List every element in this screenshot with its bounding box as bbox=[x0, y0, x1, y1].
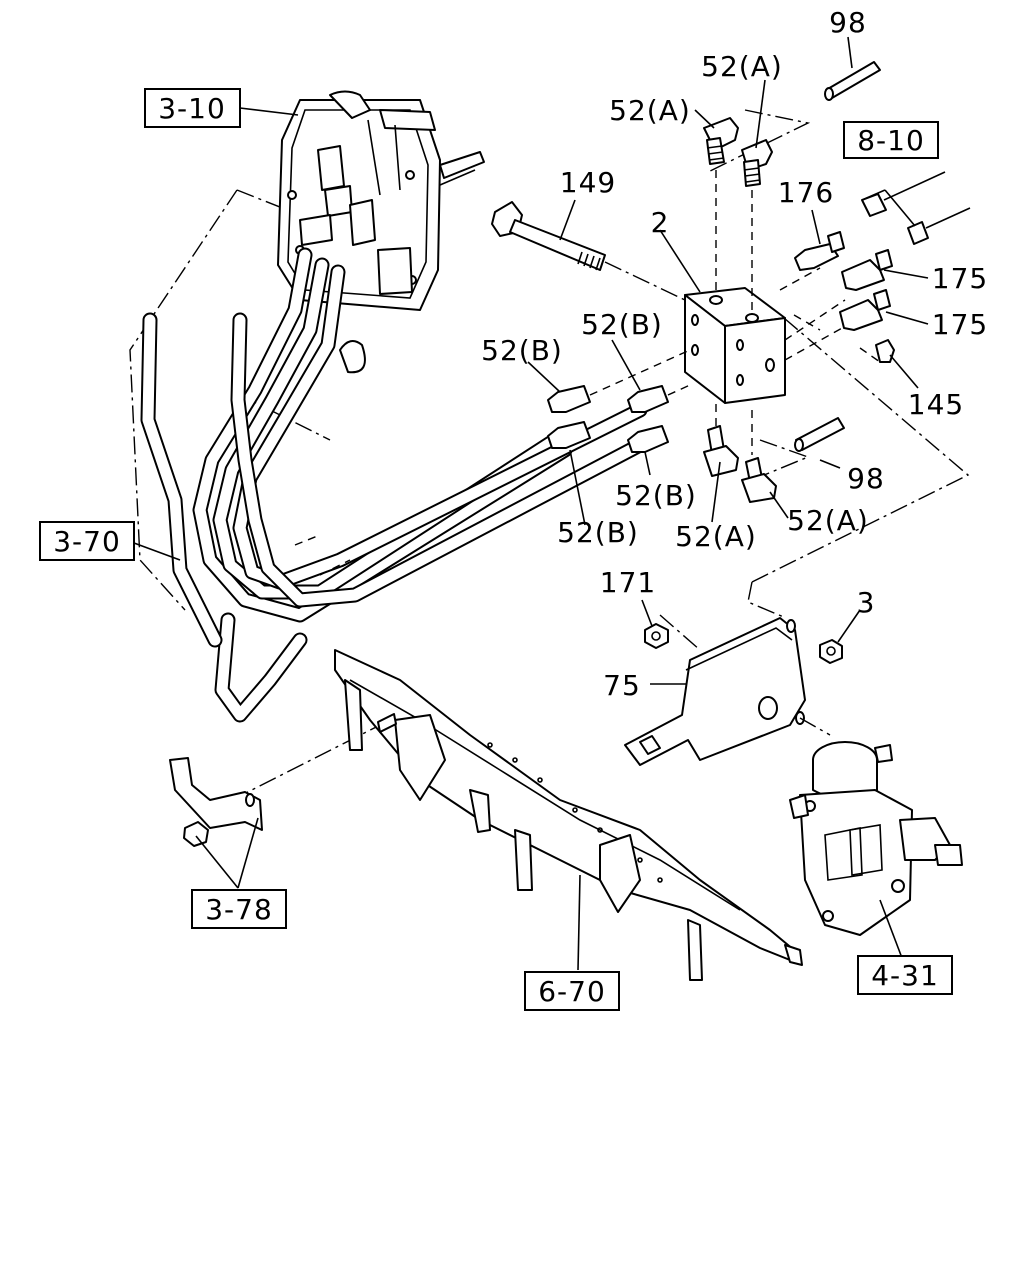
label-3: 3 bbox=[857, 586, 876, 619]
ref-8-10: 8-10 bbox=[843, 121, 939, 159]
leader-lines bbox=[133, 36, 929, 971]
label-52a-1: 52(A) bbox=[701, 50, 783, 83]
fitting-52a-top bbox=[703, 117, 773, 187]
label-75: 75 bbox=[603, 669, 641, 702]
stud-bracket bbox=[169, 713, 397, 847]
label-149: 149 bbox=[560, 166, 616, 199]
label-52a-3: 52(A) bbox=[675, 520, 757, 553]
bracket-75 bbox=[624, 617, 831, 766]
ref-3-70: 3-70 bbox=[39, 521, 135, 561]
ref-6-70: 6-70 bbox=[524, 971, 620, 1011]
label-52a-2: 52(A) bbox=[609, 94, 691, 127]
label-52b-3: 52(B) bbox=[615, 479, 697, 512]
pin-98-bottom bbox=[794, 417, 845, 452]
ref-3-78: 3-78 bbox=[191, 889, 287, 929]
switches-right bbox=[794, 171, 971, 363]
steering-gear bbox=[789, 741, 963, 936]
bolt-149 bbox=[491, 201, 686, 301]
svg-text:4-31: 4-31 bbox=[871, 959, 939, 992]
pin-98-top bbox=[824, 61, 881, 101]
label-52a-4: 52(A) bbox=[787, 504, 869, 537]
label-52b-2: 52(B) bbox=[581, 308, 663, 341]
label-98-bottom: 98 bbox=[847, 462, 885, 495]
ref-4-31: 4-31 bbox=[857, 955, 953, 995]
pedal-bracket-assembly bbox=[277, 90, 485, 374]
label-2: 2 bbox=[651, 206, 670, 239]
svg-text:3-70: 3-70 bbox=[53, 525, 121, 558]
svg-text:3-10: 3-10 bbox=[158, 92, 226, 125]
label-176: 176 bbox=[778, 176, 834, 209]
label-52b-4: 52(B) bbox=[557, 516, 639, 549]
label-98-top: 98 bbox=[829, 6, 867, 39]
nut-171 bbox=[644, 623, 669, 649]
junction-block-2 bbox=[684, 170, 861, 455]
label-52b-1: 52(B) bbox=[481, 334, 563, 367]
label-145: 145 bbox=[908, 388, 964, 421]
label-175-1: 175 bbox=[932, 262, 988, 295]
ref-3-10: 3-10 bbox=[144, 88, 241, 128]
svg-text:6-70: 6-70 bbox=[538, 975, 606, 1008]
part-labels: 98 52(A) 52(A) 149 2 176 175 175 145 52(… bbox=[481, 6, 988, 702]
fitting-52a-bottom bbox=[703, 425, 777, 503]
label-171: 171 bbox=[600, 566, 656, 599]
svg-text:3-78: 3-78 bbox=[205, 893, 273, 926]
pipe-bundle bbox=[140, 247, 648, 723]
nut-3 bbox=[819, 639, 843, 664]
frame-crossmember bbox=[334, 649, 803, 981]
fittings-52b bbox=[547, 349, 691, 453]
label-175-2: 175 bbox=[932, 308, 988, 341]
svg-text:8-10: 8-10 bbox=[857, 124, 925, 157]
